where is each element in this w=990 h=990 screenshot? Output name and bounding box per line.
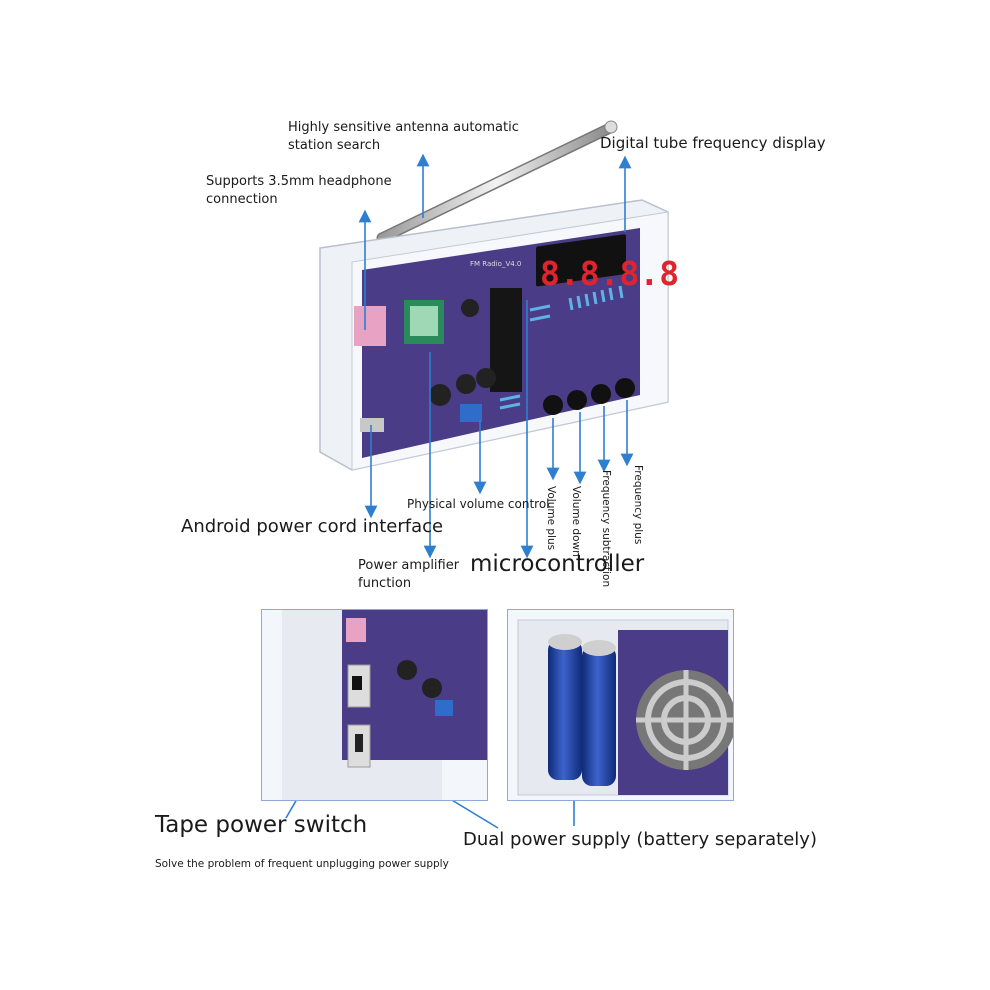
photo-tape-switch bbox=[261, 609, 488, 801]
label-volume-down: Volume down bbox=[570, 486, 583, 557]
button-frequency-plus bbox=[615, 378, 635, 398]
headphone-jack bbox=[354, 306, 386, 346]
button-volume-down bbox=[567, 390, 587, 410]
label-volume-control: Physical volume control bbox=[407, 497, 550, 511]
label-volume-plus: Volume plus bbox=[545, 486, 558, 551]
antenna bbox=[376, 120, 618, 244]
pcb-board: FM Radio_V4.0 8.8.8.8 bbox=[354, 228, 679, 458]
label-frequency-subtraction: Frequency subtraction bbox=[600, 470, 613, 588]
label-dual-power: Dual power supply (battery separately) bbox=[463, 829, 817, 850]
button-frequency-sub bbox=[591, 384, 611, 404]
label-display: Digital tube frequency display bbox=[600, 134, 826, 152]
svg-text:FM Radio_V4.0: FM Radio_V4.0 bbox=[470, 260, 521, 268]
volume-pot bbox=[460, 404, 482, 422]
usb-port bbox=[360, 418, 384, 432]
button-volume-plus bbox=[543, 395, 563, 415]
label-tape-power-switch: Tape power switch bbox=[155, 812, 368, 838]
digit-display: 8.8.8.8 bbox=[540, 254, 679, 293]
label-frequency-plus: Frequency plus bbox=[632, 465, 645, 545]
label-microcontroller: microcontroller bbox=[470, 551, 645, 577]
label-android-power: Android power cord interface bbox=[181, 516, 444, 537]
photo-battery-speaker bbox=[507, 609, 734, 801]
label-tape-note: Solve the problem of frequent unplugging… bbox=[155, 858, 449, 870]
